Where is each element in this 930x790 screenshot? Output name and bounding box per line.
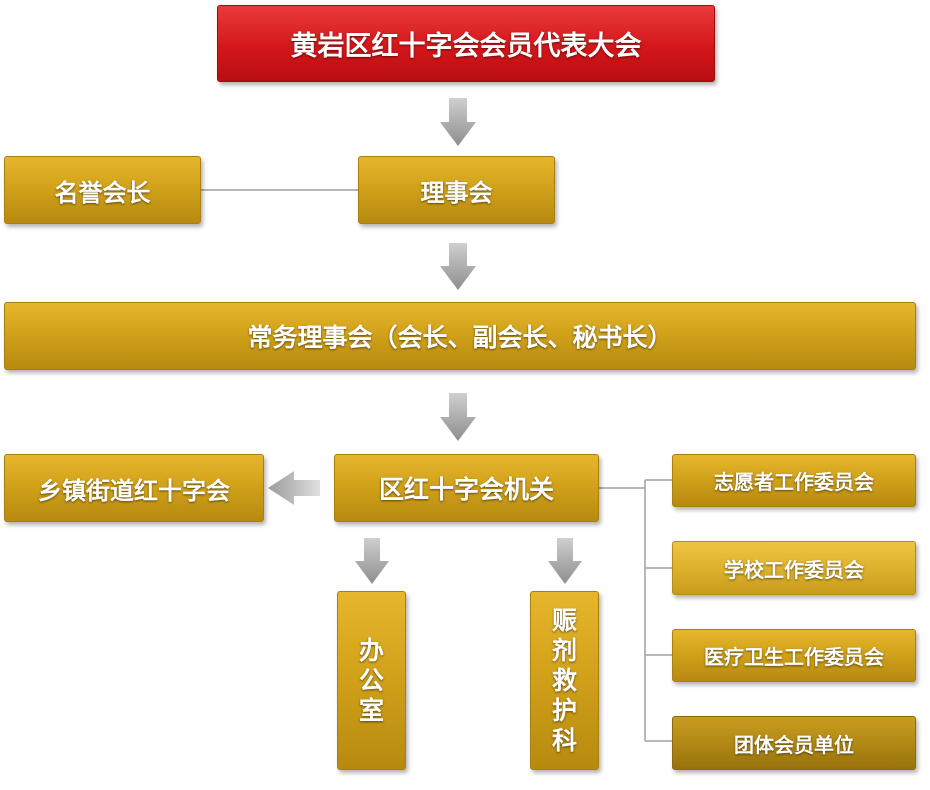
volunteer-committee-label: 志愿者工作委员会 bbox=[714, 470, 874, 494]
office-char: 办 bbox=[358, 635, 384, 665]
relief-dept-char: 科 bbox=[551, 725, 577, 755]
arrow-down-standing-office bbox=[440, 393, 476, 441]
arrow-down-congress-council bbox=[440, 98, 476, 146]
school-committee-box: 学校工作委员会 bbox=[672, 541, 916, 595]
relief-dept-box: 赈 剂 救 护 科 bbox=[530, 591, 599, 770]
relief-dept-char: 救 bbox=[551, 665, 577, 695]
arrow-down-council-standing bbox=[440, 243, 476, 290]
congress-box: 黄岩区红十字会会员代表大会 bbox=[217, 5, 715, 82]
honorary-president-label: 名誉会长 bbox=[54, 178, 151, 207]
township-red-cross-box: 乡镇街道红十字会 bbox=[4, 454, 264, 522]
relief-dept-char: 赈 bbox=[551, 605, 577, 635]
volunteer-committee-box: 志愿者工作委员会 bbox=[672, 454, 916, 507]
office-char: 公 bbox=[358, 665, 384, 695]
relief-dept-char: 剂 bbox=[551, 635, 577, 665]
council-box: 理事会 bbox=[358, 156, 555, 224]
medical-committee-box: 医疗卫生工作委员会 bbox=[672, 629, 916, 682]
congress-label: 黄岩区红十字会会员代表大会 bbox=[290, 31, 642, 62]
office-box: 办 公 室 bbox=[337, 591, 406, 770]
district-office-label: 区红十字会机关 bbox=[378, 475, 554, 504]
arrow-left-township bbox=[268, 471, 320, 505]
group-members-box: 团体会员单位 bbox=[672, 716, 916, 770]
standing-council-label: 常务理事会（会长、副会长、秘书长） bbox=[247, 323, 673, 352]
district-office-box: 区红十字会机关 bbox=[334, 454, 599, 522]
arrow-down-office-relief bbox=[548, 538, 582, 584]
office-char: 室 bbox=[358, 695, 384, 725]
honorary-president-box: 名誉会长 bbox=[4, 156, 201, 224]
township-red-cross-label: 乡镇街道红十字会 bbox=[38, 476, 230, 505]
medical-committee-label: 医疗卫生工作委员会 bbox=[704, 645, 884, 669]
relief-dept-char: 护 bbox=[551, 695, 577, 725]
arrow-down-office-admin bbox=[355, 538, 389, 584]
standing-council-box: 常务理事会（会长、副会长、秘书长） bbox=[4, 302, 916, 370]
group-members-label: 团体会员单位 bbox=[734, 732, 854, 757]
school-committee-label: 学校工作委员会 bbox=[724, 557, 864, 582]
council-label: 理事会 bbox=[420, 178, 493, 207]
